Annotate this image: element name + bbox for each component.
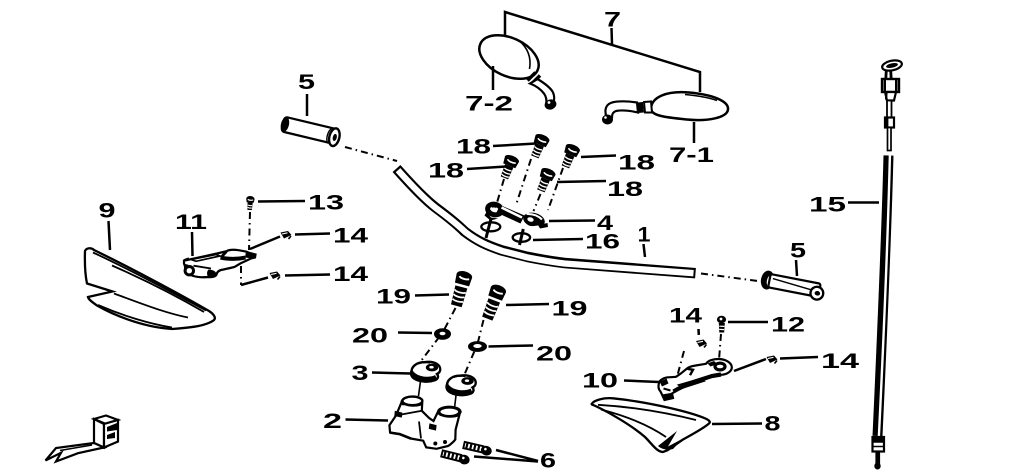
- svg-text:14: 14: [669, 305, 702, 328]
- svg-text:11: 11: [175, 211, 207, 234]
- svg-text:18: 18: [618, 152, 656, 175]
- svg-text:18: 18: [456, 136, 491, 159]
- svg-text:7-1: 7-1: [669, 144, 714, 167]
- svg-text:5: 5: [790, 240, 806, 263]
- svg-text:16: 16: [585, 231, 620, 254]
- svg-text:12: 12: [771, 314, 805, 337]
- svg-text:14: 14: [333, 263, 368, 286]
- svg-text:20: 20: [536, 343, 572, 366]
- svg-text:10: 10: [582, 370, 618, 393]
- svg-text:19: 19: [376, 286, 411, 309]
- svg-text:19: 19: [552, 298, 588, 321]
- svg-text:7: 7: [604, 9, 621, 32]
- svg-text:5: 5: [298, 71, 315, 94]
- svg-text:1: 1: [638, 224, 651, 247]
- svg-text:20: 20: [352, 325, 388, 348]
- svg-text:3: 3: [352, 362, 369, 385]
- svg-text:15: 15: [809, 194, 847, 217]
- svg-text:14: 14: [333, 225, 368, 248]
- svg-text:18: 18: [607, 178, 643, 201]
- svg-text:8: 8: [765, 413, 781, 436]
- svg-text:6: 6: [540, 450, 556, 473]
- svg-text:4: 4: [597, 212, 613, 235]
- svg-text:13: 13: [308, 192, 344, 215]
- svg-text:9: 9: [99, 200, 116, 223]
- svg-text:14: 14: [821, 350, 860, 373]
- svg-text:18: 18: [428, 160, 464, 183]
- svg-text:7-2: 7-2: [465, 93, 513, 116]
- svg-text:2: 2: [323, 410, 342, 433]
